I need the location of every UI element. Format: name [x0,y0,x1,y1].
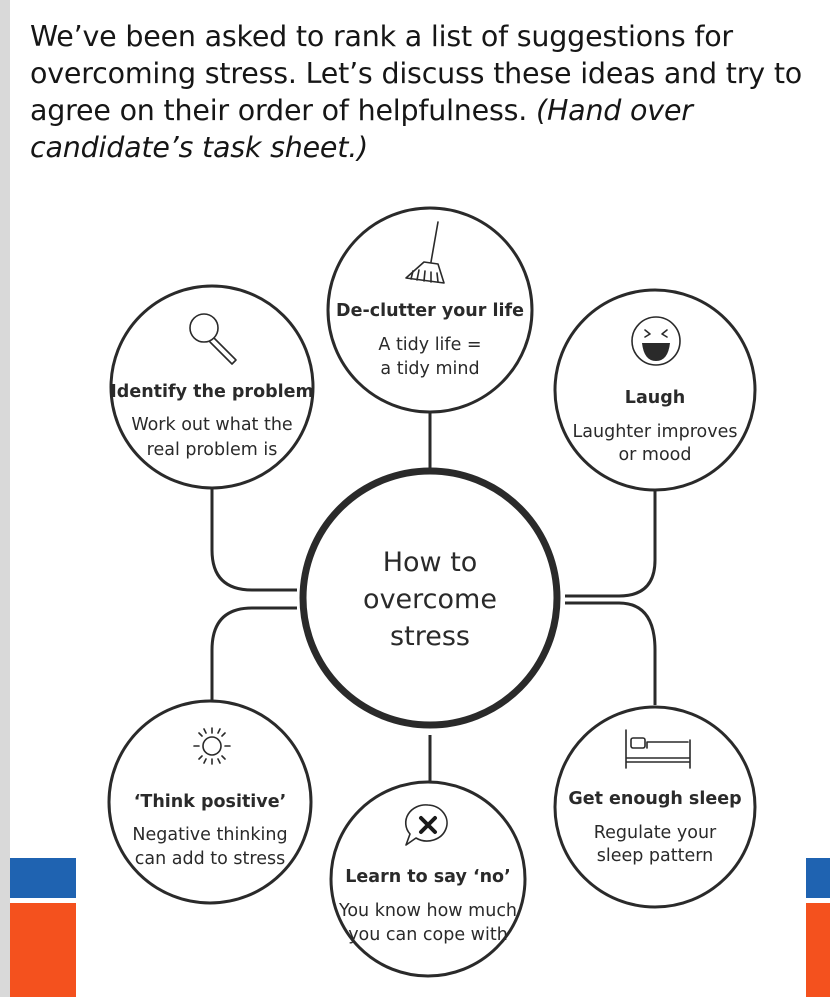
laugh-title: Laugh [625,388,685,408]
connector-positive [210,606,297,710]
identify-title: Identify the problem [110,382,313,402]
sleep-line-1: Regulate your [594,823,717,843]
declutter-line-2: a tidy mind [380,359,479,379]
laughing-face-icon [631,316,681,366]
positive-line-1: Negative thinking [132,825,287,845]
node-sayno: Learn to say ‘no’ You know how much you … [329,780,527,978]
connector-laugh [565,488,657,598]
node-identify: Identify the problem Work out what the r… [109,284,315,490]
node-positive: ‘Think positive’ Negative thinking can a… [107,699,313,905]
intro-instruction: (Hand over candidate’s task sheet.) [30,94,693,164]
sleep-title: Get enough sleep [568,789,741,809]
laugh-line-1: Laughter improves [573,422,738,442]
connector-sleep [565,601,657,705]
declutter-line-1: A tidy life = [378,335,481,355]
left-margin-rule [0,0,10,997]
bed-icon [625,729,691,769]
node-declutter: De-clutter your life A tidy life = a tid… [326,206,534,414]
center-node: How to overcome stress [299,467,561,729]
connector-identify [210,488,297,592]
declutter-title: De-clutter your life [336,301,524,321]
positive-title: ‘Think positive’ [134,792,286,812]
identify-line-2: real problem is [147,440,278,460]
center-line-2: overcome [363,584,497,615]
intro-text: We’ve been asked to rank a list of sugge… [30,20,803,127]
right-blue-stripe [806,858,830,898]
center-line-3: stress [390,621,470,652]
magnifier-icon [189,313,237,365]
laugh-line-2: or mood [618,445,691,465]
sayno-title: Learn to say ‘no’ [345,867,510,887]
center-line-1: How to [383,547,478,578]
node-laugh: Laugh Laughter improves or mood [553,288,757,492]
sayno-line-1: You know how much [338,901,517,921]
sayno-line-2: you can cope with [348,925,508,945]
broom-icon [405,221,445,284]
intro-paragraph: We’ve been asked to rank a list of sugge… [30,18,820,166]
sleep-line-2: sleep pattern [597,846,713,866]
node-sleep: Get enough sleep Regulate your sleep pat… [553,705,757,909]
right-orange-stripe [806,903,830,997]
identify-line-1: Work out what the [131,415,292,435]
sun-icon [193,727,231,765]
positive-line-2: can add to stress [135,849,285,869]
left-orange-stripe [10,903,76,997]
left-blue-stripe [10,858,76,898]
speech-x-icon [404,804,448,846]
